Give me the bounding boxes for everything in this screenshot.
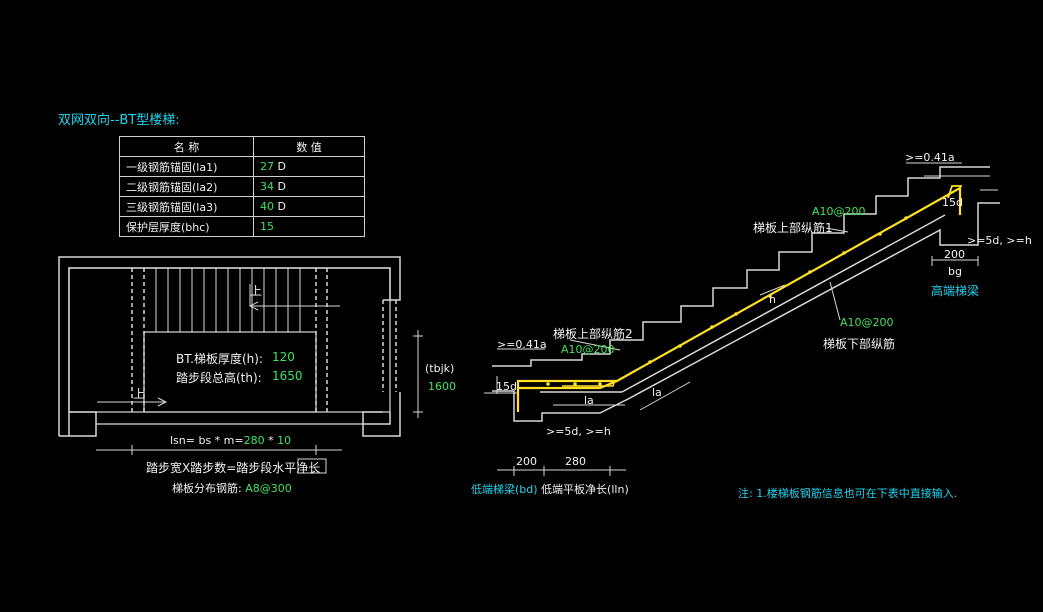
high-beam-label: 高端梯梁 (931, 284, 980, 298)
tbjk-label: (tbjk) (425, 362, 455, 375)
up-label-left: 上 (133, 387, 146, 401)
value-unit: D (277, 200, 286, 213)
formula-box (297, 458, 327, 474)
thickness-value[interactable]: 120 (272, 350, 295, 364)
slab-h-label: h (769, 293, 776, 306)
table-row[interactable]: 三级钢筋锚固(la3) 40 D (119, 196, 365, 217)
bg-label: bg (948, 265, 962, 278)
top-bar2-value[interactable]: A10@200 (561, 343, 615, 356)
value-number[interactable]: 27 (260, 160, 274, 173)
value-number[interactable]: 34 (260, 180, 274, 193)
low-labels: 低端梯梁(bd) 低端平板净长(lln) (471, 481, 629, 497)
table-row[interactable]: 保护层厚度(bhc) 15 (119, 216, 365, 237)
la-label-1: la (584, 394, 594, 407)
table-cell-name: 保护层厚度(bhc) (119, 216, 254, 237)
up-label-top: 上 (250, 284, 263, 298)
lsn-label: lsn= bs * m= (170, 434, 244, 447)
lsn-m-value[interactable]: 10 (277, 434, 292, 447)
top-bar2-label: 梯板上部纵筋2 (553, 327, 633, 341)
parameter-table: 名 称 数 值 一级钢筋锚固(la1) 27 D 二级钢筋锚固(la2) 34 … (119, 136, 365, 237)
top-bar1-label: 梯板上部纵筋1 (753, 221, 833, 235)
plan-view (58, 256, 423, 455)
note-text: 注: 1.楼梯板钢筋信息也可在下表中直接输入. (738, 487, 958, 500)
low-beam-label: 低端梯梁(bd) (471, 483, 538, 496)
min-anchor-left: >=5d, >=h (546, 425, 611, 438)
table-cell-name: 一级钢筋锚固(la1) (119, 156, 254, 177)
height-label: 踏步段总高(th): (176, 371, 262, 385)
lsn-formula: lsn= bs * m=280 * 10 (170, 434, 291, 447)
formula-text: 踏步宽X踏步数=踏步段水平净长 (146, 461, 321, 475)
low-step-width: 280 (565, 455, 586, 468)
bottom-bar-value[interactable]: A10@200 (840, 316, 894, 329)
min-anchor-right: >=5d, >=h (967, 234, 1032, 247)
low-slab-label: 低端平板净长(lln) (541, 483, 629, 496)
la-label-2: la (652, 386, 662, 399)
tbjk-value[interactable]: 1600 (428, 380, 456, 393)
high-beam-width: 200 (944, 248, 965, 261)
value-number[interactable]: 40 (260, 200, 274, 213)
lsn-bs-value[interactable]: 280 (243, 434, 265, 447)
low-beam-width: 200 (516, 455, 537, 468)
height-value[interactable]: 1650 (272, 369, 303, 383)
thickness-label: BT.梯板厚度(h): (176, 352, 263, 366)
table-header-row: 名 称 数 值 (119, 136, 365, 157)
top-bar1-value[interactable]: A10@200 (812, 205, 866, 218)
table-header-value: 数 值 (253, 136, 365, 157)
value-unit: D (277, 160, 286, 173)
bottom-bar-label: 梯板下部纵筋 (823, 337, 896, 351)
distribution-rebar: 梯板分布钢筋: A8@300 (172, 480, 292, 496)
value-number[interactable]: 15 (260, 220, 274, 233)
rebar-lines (516, 185, 962, 412)
top-anchor-label: >=0.41a (905, 151, 955, 164)
dist-value[interactable]: A8@300 (245, 482, 292, 495)
table-cell-name: 三级钢筋锚固(la3) (119, 196, 254, 217)
table-cell-value[interactable]: 40 D (253, 196, 365, 217)
value-unit: D (277, 180, 286, 193)
left-anchor-label: >=0.41a (497, 338, 547, 351)
hook-15d-right: 15d (942, 196, 963, 209)
rebar-dots (546, 216, 908, 386)
diagram-title: 双网双向--BT型楼梯: (58, 113, 180, 128)
table-cell-value[interactable]: 15 (253, 216, 365, 237)
lsn-star: * (268, 434, 274, 447)
dist-label: 梯板分布钢筋: (172, 482, 242, 495)
hook-15d-left: 15d (496, 380, 517, 393)
section-view (484, 162, 1000, 476)
